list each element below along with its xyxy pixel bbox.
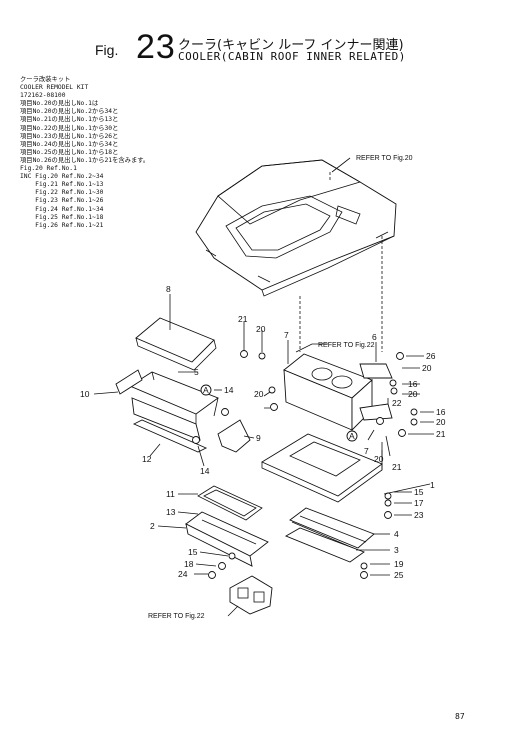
callout-18: 18 [184,559,194,569]
callout-11: 11 [166,489,175,499]
callout-17: 17 [414,498,424,508]
kit-info-block: クーラ改装キット COOLER REMODEL KIT 172162-08100… [20,76,149,230]
callout-7: 7 [364,446,369,456]
kit-line: 項目No.26の見出しNo.1から21を含みます。 [20,156,150,164]
callout-20: 20 [422,363,432,373]
fasteners [192,350,418,579]
callout-4: 4 [394,529,399,539]
blower-unit [283,353,393,432]
kit-line: INC Fig.20 Ref.No.2~34 [20,173,104,181]
seal-ring [197,485,263,521]
kit-line: 項目No.22の見出しNo.1から30と [20,124,119,132]
callout-13: 13 [166,507,176,517]
figure-number: 23 [136,28,176,66]
kit-line: 項目No.25の見出しNo.1から18と [20,148,119,156]
callout-25: 25 [394,570,404,580]
callout-15: 15 [414,487,424,497]
roof-inner-panel [195,159,397,297]
callout-20: 20 [254,389,264,399]
kit-line: 項目No.24の見出しNo.1から34と [20,140,119,148]
callout-14: 14 [200,466,210,476]
callout-labels: 1 2 3 4 5 6 7 7 8 9 10 11 12 13 14 14 15… [80,284,446,580]
marker-a: A [203,385,209,395]
callout-15: 15 [188,547,198,557]
figure-label: Fig. [95,42,119,58]
kit-line: Fig.22 Ref.No.1~30 [20,189,104,197]
kit-line: 項目No.20の見出しNo.2から34と [20,108,119,116]
callout-14: 14 [224,385,234,395]
callout-21: 21 [436,429,446,439]
callout-26: 26 [426,351,436,361]
kit-line: Fig.20 Ref.No.1 [20,165,77,173]
callout-7: 7 [284,330,289,340]
kit-line: 項目No.20の見出しNo.1は [20,100,99,108]
callout-20: 20 [408,389,418,399]
kit-line: 項目No.21の見出しNo.1から13と [20,116,119,124]
callout-19: 19 [394,559,404,569]
page-number: 87 [455,712,465,721]
lower-panel [261,433,383,503]
callout-20: 20 [436,417,446,427]
circle-markers [200,384,358,442]
insulation-pad [135,317,217,371]
kit-line: Fig.25 Ref.No.1~18 [20,213,104,221]
callout-21: 21 [392,462,402,472]
leader-lines [93,157,434,617]
bracket [284,527,365,563]
kit-line: Fig.23 Ref.No.1~26 [20,197,104,205]
side-cover [217,419,251,453]
reference-top-right: REFER TO Fig.20 [356,155,413,162]
title-japanese: クーラ(キャビン ルーフ インナー関連) [178,38,404,53]
reference-bottom: REFER TO Fig.22 [148,613,205,620]
callout-12: 12 [142,454,152,464]
callout-16: 16 [408,379,418,389]
callout-24: 24 [178,569,188,579]
callout-3: 3 [394,545,399,555]
callout-6: 6 [372,332,377,342]
kit-line: クーラ改装キット [20,76,71,83]
callout-20: 20 [374,454,384,464]
title-english: COOLER(CABIN ROOF INNER RELATED) [178,50,406,63]
callout-20: 20 [256,324,266,334]
callout-22: 22 [392,398,402,408]
kit-line: Fig.21 Ref.No.1~13 [20,181,104,189]
callout-1: 1 [430,480,435,490]
kit-line: 項目No.23の見出しNo.1から26と [20,132,119,140]
callout-9: 9 [256,433,261,443]
callout-5: 5 [194,367,199,377]
callout-8: 8 [166,284,171,294]
duct-assembly [115,369,219,441]
kit-line: Fig.24 Ref.No.1~34 [20,205,104,213]
seal-strip [132,419,208,453]
air-outlet [229,575,273,615]
lower-duct [185,511,269,567]
reference-middle: REFER TO Fig.22 [318,342,375,349]
callout-10: 10 [80,389,90,399]
callout-16: 16 [436,407,446,417]
marker-a: A [349,431,355,441]
kit-line: COOLER REMODEL KIT [20,84,89,92]
kit-line: Fig.26 Ref.No.1~21 [20,221,104,229]
kit-line: 172162-08100 [20,92,66,100]
callout-2: 2 [150,521,155,531]
callout-21: 21 [238,314,248,324]
callout-23: 23 [414,510,424,520]
